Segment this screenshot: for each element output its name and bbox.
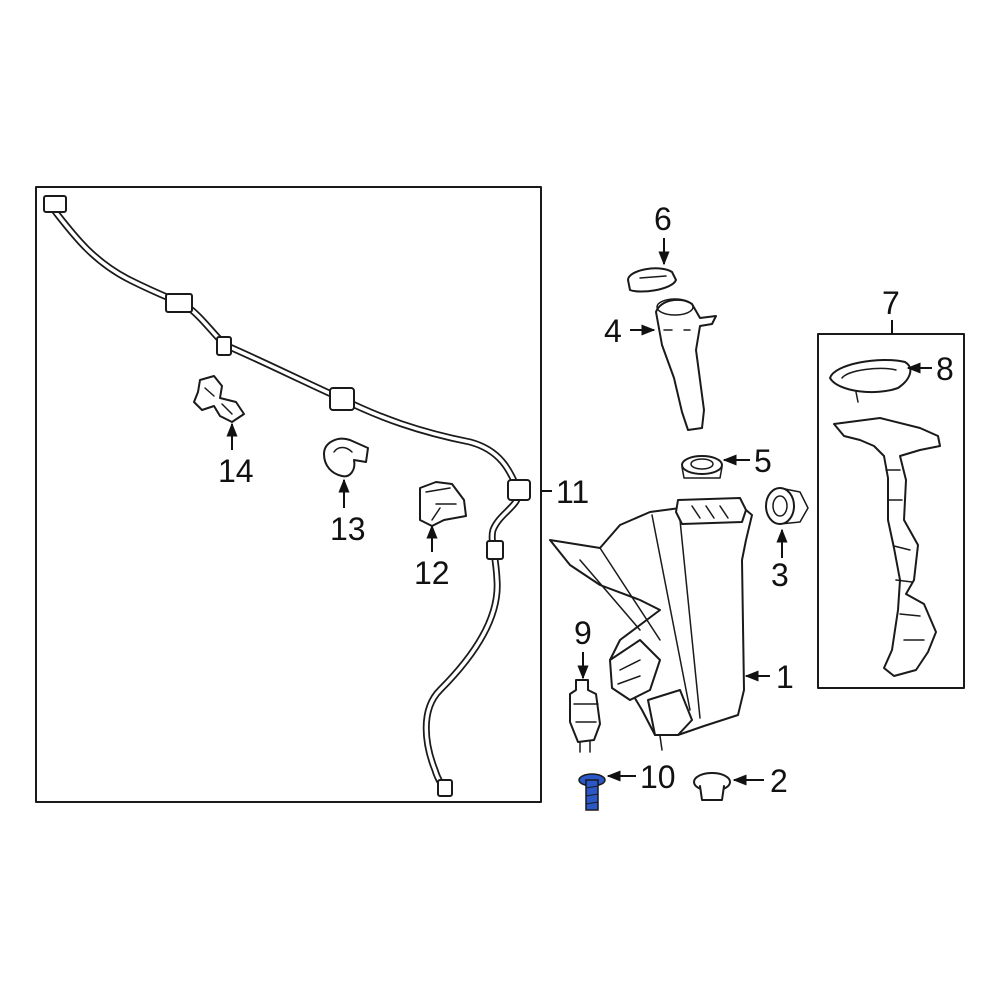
hose-clip [486, 540, 504, 560]
hose-clip [216, 336, 232, 356]
callout-label-11: 11 [556, 474, 589, 510]
callout-5: 5 [722, 443, 772, 479]
hose-end-connector [437, 779, 453, 797]
callout-label-12: 12 [414, 555, 450, 591]
hose-clip [507, 479, 531, 501]
callout-14: 14 [218, 422, 254, 489]
callout-label-5: 5 [754, 443, 772, 479]
callout-6: 6 [654, 201, 672, 266]
washer-reservoir[interactable] [549, 497, 753, 751]
callout-label-14: 14 [218, 453, 254, 489]
callout-label-4: 4 [604, 313, 622, 349]
callout-10: 10 [606, 759, 676, 795]
hose-assembly-frame [35, 186, 542, 803]
washer-hose[interactable] [43, 195, 531, 797]
hose-clip [329, 387, 355, 411]
callout-label-6: 6 [654, 201, 672, 237]
callout-8: 8 [906, 351, 954, 387]
callout-label-1: 1 [776, 659, 794, 695]
callout-label-3: 3 [771, 557, 789, 593]
callout-13: 13 [330, 478, 366, 547]
pump-bolt[interactable] [578, 773, 606, 811]
callout-1: 1 [744, 659, 794, 695]
callout-label-9: 9 [574, 615, 592, 651]
callout-label-8: 8 [936, 351, 954, 387]
callout-4: 4 [604, 313, 656, 349]
hose-connector-part[interactable] [193, 375, 245, 423]
filler-neck-seal[interactable] [681, 455, 723, 479]
callout-label-13: 13 [330, 511, 366, 547]
callout-12: 12 [414, 524, 450, 591]
callout-label-2: 2 [770, 763, 788, 799]
callout-label-7: 7 [882, 285, 900, 321]
callout-11: 11 [541, 474, 589, 510]
washer-pump[interactable] [569, 679, 601, 753]
callout-2: 2 [732, 763, 788, 799]
callout-3: 3 [771, 528, 789, 593]
grommet-bottom[interactable] [693, 772, 731, 801]
level-sensor-tube[interactable] [833, 417, 941, 677]
filler-cap[interactable] [627, 267, 677, 293]
sensor-seal[interactable] [829, 359, 912, 403]
callout-7: 7 [882, 285, 900, 334]
callout-label-10: 10 [640, 759, 676, 795]
hose-end-connector [43, 195, 67, 213]
filler-neck[interactable] [655, 298, 717, 431]
callout-9: 9 [574, 615, 592, 680]
hose-bracket[interactable] [419, 481, 467, 527]
hose-clip [165, 293, 193, 313]
grommet-side[interactable] [765, 487, 809, 525]
hose-retainer-clip[interactable] [323, 437, 369, 478]
